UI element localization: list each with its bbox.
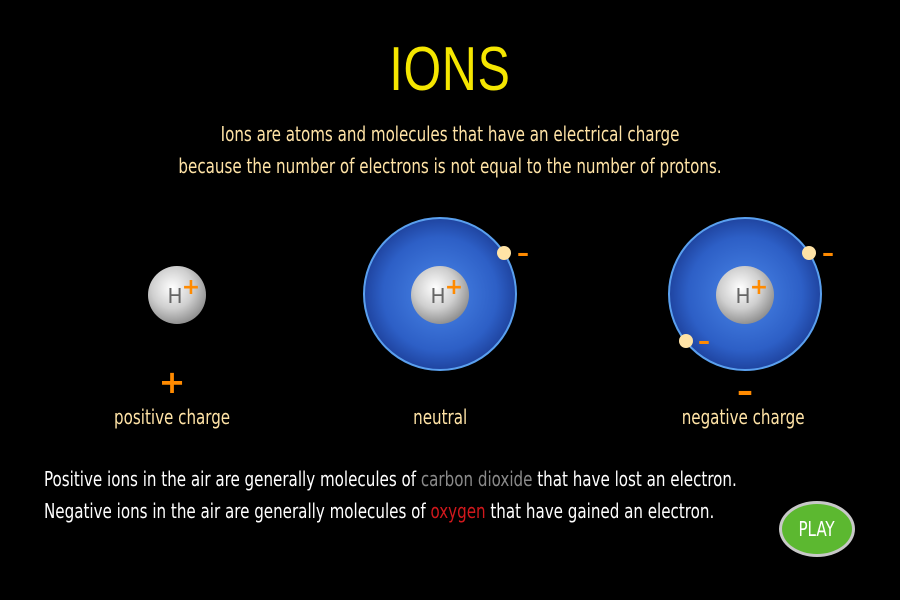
nucleus-charge-neutral: +: [445, 275, 463, 300]
label-negative-text: negative charge: [681, 405, 805, 429]
atom-negative: H + – – –: [668, 217, 834, 405]
explanation-line-1: Positive ions in the air are generally m…: [44, 463, 737, 495]
electron-sign-neutral-1: –: [517, 239, 529, 267]
nucleus-positive: [148, 266, 206, 324]
explanation-line-2-post: that have gained an electron.: [485, 499, 715, 523]
label-negative: negative charge: [643, 405, 843, 429]
explanation-line-1-post: that have lost an electron.: [532, 467, 737, 491]
label-positive: positive charge: [72, 405, 272, 429]
electron-negative-2: [679, 334, 693, 348]
atom-positive: H + +: [148, 266, 206, 401]
label-neutral-text: neutral: [412, 405, 468, 429]
charge-symbol-positive: +: [159, 363, 186, 401]
charge-symbol-negative: –: [737, 372, 753, 405]
intro-line-2: because the number of electrons is not e…: [178, 154, 722, 178]
ion-diagram: H + + H + – H + – – –: [148, 217, 834, 405]
explanation-line-2: Negative ions in the air are generally m…: [44, 495, 737, 527]
label-neutral: neutral: [340, 405, 540, 429]
nucleus-neutral: [411, 266, 469, 324]
label-positive-text: positive charge: [113, 405, 231, 429]
intro-line-1: Ions are atoms and molecules that have a…: [220, 122, 680, 146]
highlight-carbon-dioxide: carbon dioxide: [420, 467, 533, 491]
page-title: IONS: [389, 35, 511, 104]
explanation-text: Positive ions in the air are generally m…: [44, 463, 869, 527]
play-button[interactable]: PLAY: [779, 501, 855, 557]
nucleus-label-neutral: H: [430, 284, 445, 308]
highlight-oxygen: oxygen: [430, 499, 486, 523]
electron-neutral-1: [497, 246, 511, 260]
explanation-line-1-pre: Positive ions in the air are generally m…: [44, 467, 421, 491]
nucleus-charge-negative: +: [750, 275, 768, 300]
electron-sign-negative-1: –: [822, 239, 834, 267]
electron-sign-negative-2: –: [698, 327, 710, 355]
nucleus-label-negative: H: [735, 284, 750, 308]
intro-text: Ions are atoms and molecules that have a…: [0, 118, 900, 182]
explanation-line-2-pre: Negative ions in the air are generally m…: [44, 499, 431, 523]
nucleus-label-positive: H: [167, 284, 182, 308]
nucleus-charge-positive: +: [182, 275, 200, 300]
atom-neutral: H + –: [363, 217, 529, 371]
electron-negative-1: [802, 246, 816, 260]
nucleus-negative: [716, 266, 774, 324]
play-button-label: PLAY: [798, 517, 836, 541]
